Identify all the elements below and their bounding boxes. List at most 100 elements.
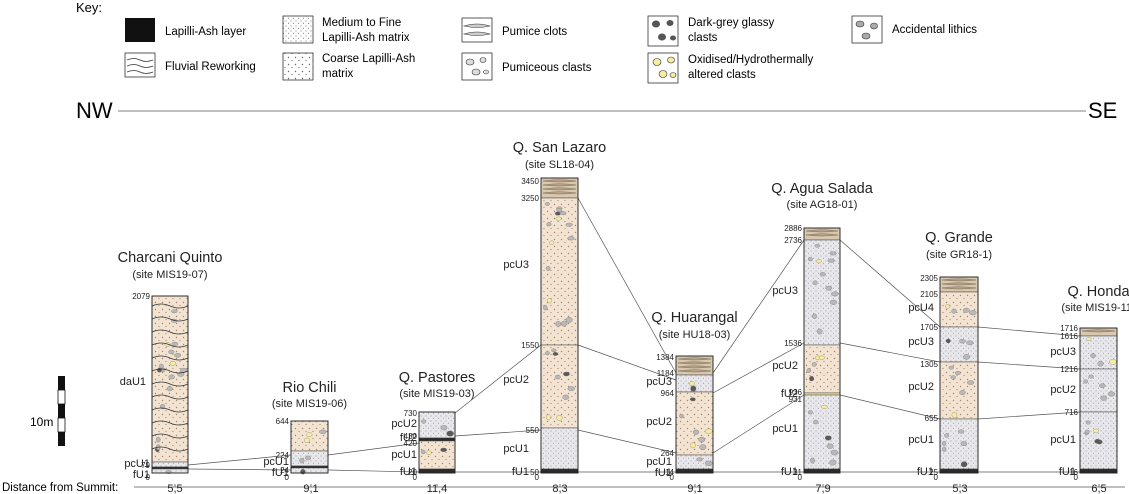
clast [945, 338, 951, 344]
distance-value: 6,5 [1091, 483, 1106, 494]
unit-label: fU2 [781, 388, 798, 400]
clast [829, 299, 838, 305]
depth-label: 0 [798, 473, 803, 482]
clast [704, 428, 713, 434]
clast [816, 259, 822, 264]
correlation-line [187, 468, 292, 471]
clast [808, 257, 813, 262]
bed-layer [418, 440, 456, 470]
clast [546, 414, 551, 421]
pumice-clot [941, 282, 977, 286]
unit-label: fU1 [133, 469, 150, 481]
clast [169, 361, 176, 366]
legend-label: Oxidised/Hydrothermally [688, 54, 814, 66]
clast [562, 394, 570, 400]
distance-value: 9,1 [687, 483, 702, 494]
bed-layer [1079, 468, 1118, 474]
clast [166, 386, 173, 392]
pumice-clot [1081, 329, 1116, 333]
clast [960, 441, 968, 446]
clast [816, 328, 823, 335]
fluvial-line [151, 446, 189, 452]
clast [1097, 360, 1104, 367]
pumice-clot [941, 278, 977, 282]
unit-label: pcU2 [646, 416, 672, 428]
clast [827, 258, 835, 263]
fluvial-line [151, 394, 189, 400]
unit-label: fU1 [1059, 466, 1076, 478]
section-site: (site MIS19-07) [132, 269, 207, 281]
clast [966, 340, 974, 346]
clast [941, 441, 947, 446]
correlation-line [577, 429, 677, 454]
bed-layer [939, 468, 979, 474]
depth-label: 430 [404, 432, 418, 441]
bed-layer [803, 392, 841, 396]
correlation-line [454, 344, 542, 414]
clast [1093, 428, 1099, 434]
clast [689, 381, 695, 386]
legend-item-lapilli-ash: Lapilli-Ash layer [125, 18, 246, 42]
fluvial-line [151, 381, 189, 387]
section-title: Q. Honda [1067, 284, 1129, 300]
section-title: Rio Chili [283, 380, 337, 396]
clast [554, 211, 561, 216]
legend-title: Key: [76, 0, 102, 15]
clast [1083, 379, 1088, 384]
clast [690, 385, 697, 392]
clast [426, 450, 432, 455]
clast [563, 371, 570, 377]
clast [951, 308, 957, 314]
clast [421, 449, 426, 455]
depth-label: 1216 [1060, 365, 1078, 374]
depth-label: 716 [1065, 408, 1079, 417]
unit-label: fU1 [512, 466, 529, 478]
depth-label: 224 [276, 451, 290, 460]
unit-label: fU1 [781, 466, 798, 478]
unit-label: pcU3 [1050, 346, 1076, 358]
bed-layer [418, 468, 456, 474]
clast [299, 458, 305, 464]
depth-label: 644 [276, 417, 290, 426]
depth-label: 3450 [521, 177, 539, 186]
clast [305, 455, 311, 461]
column-outline [803, 227, 841, 474]
correlation-line [187, 454, 292, 466]
clast [555, 216, 562, 221]
unit-label: pcU1 [391, 449, 417, 461]
legend-label: Accidental lithics [892, 24, 977, 36]
section-title: Q. Pastores [399, 370, 476, 386]
bed-layer [939, 418, 979, 470]
depth-label: 1705 [920, 323, 938, 332]
clast [1086, 337, 1092, 341]
pumice-clot [677, 369, 712, 373]
clast [693, 429, 700, 435]
clast [948, 365, 954, 370]
correlation-line [712, 239, 805, 374]
depth-label: 264 [661, 449, 675, 458]
clast [171, 341, 179, 347]
bed-layer [151, 466, 189, 470]
legend-item-medium-fine: Medium to Fine Lapilli-Ash matrix [282, 15, 410, 44]
legend-label: Pumiceous clasts [502, 62, 592, 74]
legend-label: Fluvial Reworking [165, 61, 256, 73]
clast [959, 390, 966, 395]
section-site: (site SL18-04) [525, 159, 594, 171]
clast [168, 374, 175, 380]
clast [560, 320, 568, 327]
pumice-clot [677, 357, 712, 361]
legend: Key: Lapilli-Ash layer Fluvial Reworking… [76, 0, 977, 84]
unit-label: pcU1 [1050, 434, 1076, 446]
bed-layer [290, 465, 329, 469]
clast [679, 413, 684, 419]
section-column-5: Q. Huarangal(site HU18-03)13841184964264… [646, 310, 737, 482]
clast [1107, 391, 1116, 397]
clast [704, 460, 713, 466]
clast [545, 266, 551, 271]
fluvial-line [151, 342, 189, 348]
depth-label: 1305 [920, 360, 938, 369]
wavy-lines-icon [124, 52, 156, 78]
pumice-clot [805, 233, 839, 237]
lithics-icon [851, 15, 883, 44]
